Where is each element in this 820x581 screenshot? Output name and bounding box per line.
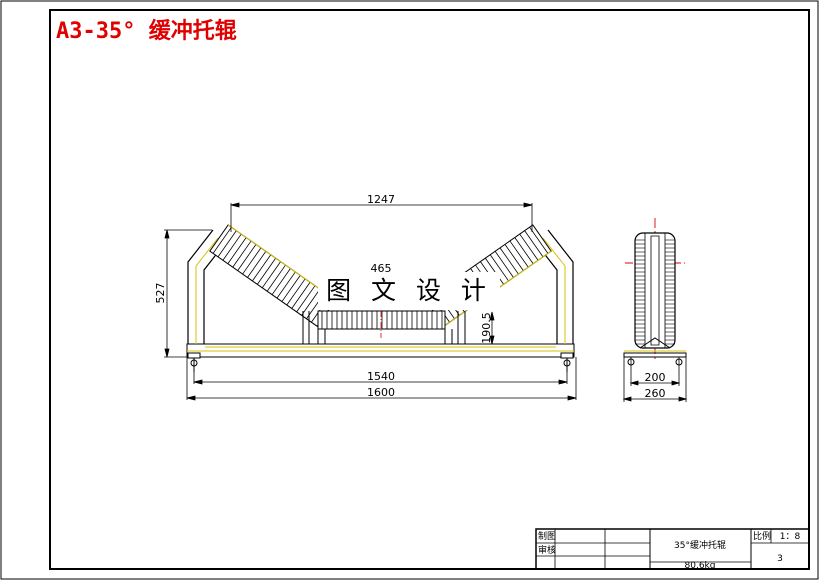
right-bracket	[547, 229, 574, 344]
dim-center-roller: 465	[371, 262, 392, 275]
dim-overall-span: 1600	[367, 386, 395, 399]
label-checked: 审核	[538, 544, 556, 556]
scale-value: 1：8	[780, 532, 801, 542]
side-roller	[634, 232, 676, 349]
side-base	[623, 352, 687, 358]
watermark-box	[318, 272, 500, 310]
part-weight: 80.6kg	[685, 561, 716, 571]
center-roller	[317, 300, 446, 338]
left-bracket	[187, 229, 214, 344]
title-block	[535, 528, 810, 570]
dim-side-base-outer: 260	[645, 387, 666, 400]
label-drawn: 制图	[538, 530, 556, 542]
scale-label: 比例	[753, 530, 771, 542]
part-name: 35°缓冲托辊	[674, 539, 726, 551]
dim-offset: 190.5	[480, 312, 493, 344]
dim-side-base-inner: 200	[645, 371, 666, 384]
side-view: 200 260	[622, 218, 688, 402]
left-wing-roller	[209, 224, 337, 327]
drawing-title: A3-35° 缓冲托辊	[56, 18, 237, 44]
support-posts	[302, 311, 466, 344]
dim-inner-span: 1540	[367, 370, 395, 383]
inner-frame	[49, 9, 810, 570]
front-bolts	[187, 352, 574, 372]
sheet-count: 3	[777, 554, 783, 564]
dim-top-span: 1247	[367, 193, 395, 206]
dim-height: 527	[154, 283, 167, 304]
watermark: 图 文 设 计	[326, 276, 492, 305]
